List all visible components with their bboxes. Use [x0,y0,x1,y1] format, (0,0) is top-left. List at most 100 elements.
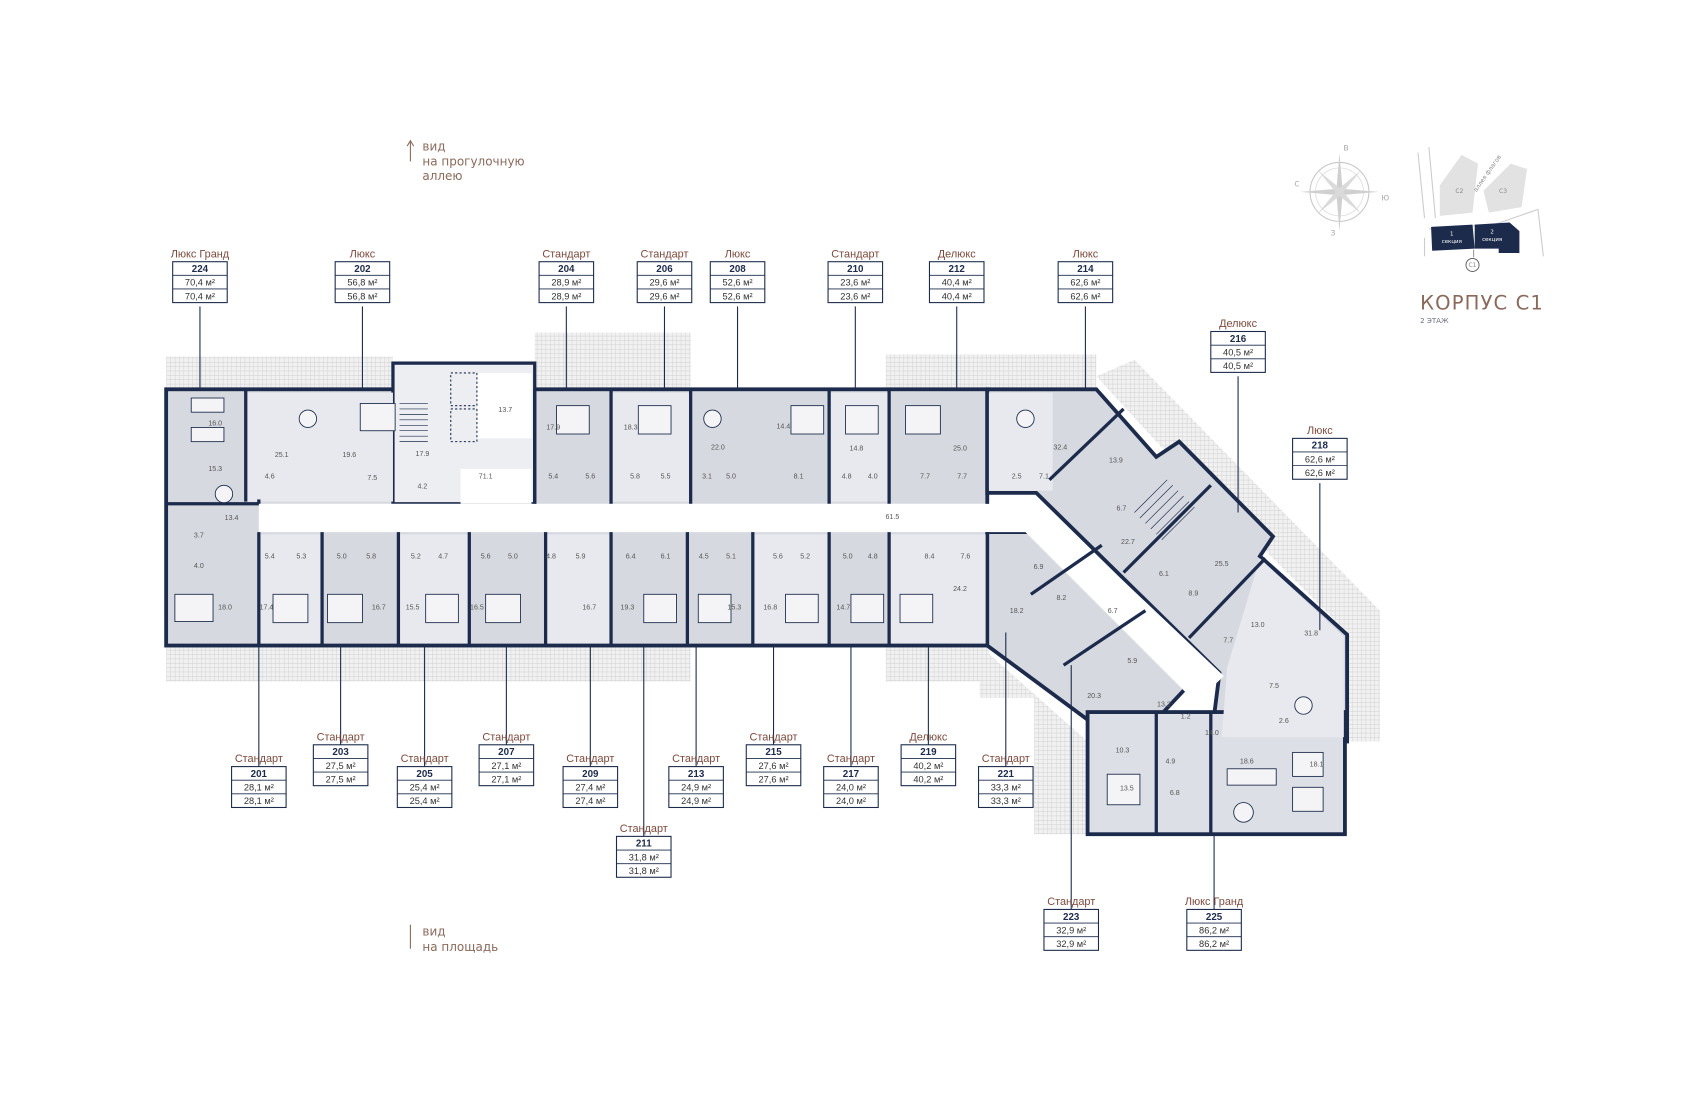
key-plan: C2 C3 аллея флагов 1 секция 2 секция C1 [1417,147,1544,272]
unit-box [562,766,619,809]
unit-box [478,744,535,787]
keyplan-section-2[interactable] [1474,222,1520,253]
unit-box [1043,908,1100,951]
unit-box [977,766,1034,809]
room-area-label: 22.0 [711,443,725,451]
room-area-label: 6.1 [1159,570,1169,578]
unit-area-total: 40,5 м² [1223,347,1253,357]
unit-type: Делюкс [938,248,976,260]
room-area-label: 4.0 [194,562,204,570]
unit-box [1186,908,1242,951]
room-area-label: 25.0 [953,444,967,452]
unit-number: 225 [1206,912,1223,923]
room-area-label: 5.2 [800,552,810,560]
unit-area-living: 29,6 м² [649,291,679,301]
unit-area-living: 62,6 м² [1070,291,1100,301]
room-area-label: 13.5 [1120,785,1134,793]
room-area-label: 61.5 [885,513,899,521]
room-area-label: 4.2 [417,483,427,491]
room-area-label: 16.0 [208,419,222,427]
unit-area-living: 27,5 м² [326,774,356,784]
unit-area-living: 28,1 м² [244,796,274,806]
room-area-label: 5.3 [296,552,306,560]
room-area-label: 8.4 [925,552,935,560]
unit-type: Люкс Гранд [171,248,230,260]
room-area-label: 5.0 [843,552,853,560]
unit-area-living: 28,9 м² [551,291,581,301]
unit-box [172,261,228,304]
unit-type: Стандарт [566,753,614,765]
unit-area-living: 70,4 м² [185,291,215,301]
room-area-label: 3.7 [194,532,204,540]
unit-number: 212 [949,264,966,275]
view-bottom-line1: вид [422,925,445,939]
room-area-label: 5.4 [548,473,558,481]
room-area-label: 10.3 [1116,746,1130,754]
section-1-num: 1 [1450,232,1453,238]
unit-area-living: 33,3 м² [991,796,1021,806]
unit-box [231,766,287,809]
unit-area-total: 86,2 м² [1199,925,1229,935]
unit-type: Люкс [725,248,751,260]
unit-area-living: 31,8 м² [629,866,659,876]
room-area-label: 18.6 [1240,757,1254,765]
unit-area-living: 32,9 м² [1056,939,1086,949]
unit-type: Стандарт [620,823,668,835]
unit-box [1210,330,1266,373]
room-area-label: 6.4 [626,552,636,560]
room-area-label: 6.8 [1170,789,1180,797]
room-area-label: 5.0 [726,473,736,481]
room-area-label: 5.5 [661,473,671,481]
unit-box [538,261,595,304]
compass-west: с [1294,178,1299,189]
room-area-label: 5.6 [585,473,595,481]
room-area-label: 6.7 [1116,504,1126,512]
unit-area-living: 86,2 м² [1199,939,1229,949]
unit-area-living: 24,9 м² [681,796,711,806]
unit-number: 217 [843,769,860,780]
room-area-label: 4.9 [1166,757,1176,765]
room-area-label: 7.1 [1039,473,1049,481]
unit-area-total: 28,9 м² [551,278,581,288]
unit-type: Стандарт [672,753,720,765]
unit-area-total: 56,8 м² [347,278,377,288]
room-area-label: 6.7 [1108,607,1118,615]
room-area-label: 4.8 [842,473,852,481]
unit-area-living: 40,4 м² [942,291,972,301]
room-area-label: 4.8 [868,552,878,560]
room-area-label: 3.1 [702,473,712,481]
room-area-label: 18.2 [1010,607,1024,615]
unit-area-total: 24,0 м² [836,783,866,793]
unit-box [709,261,766,304]
unit-area-total: 29,6 м² [649,278,679,288]
unit-area-total: 28,1 м² [244,783,274,793]
unit-box [668,766,724,809]
room-area-label: 17.4 [260,604,274,612]
keyplan-section-1[interactable] [1431,224,1475,251]
